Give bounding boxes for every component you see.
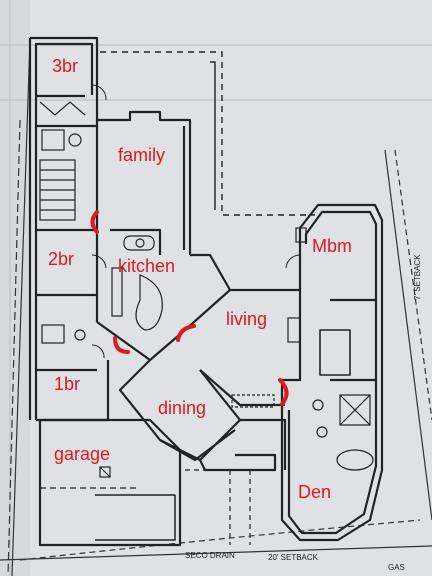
room-label-mbm: Mbm [312, 236, 352, 256]
door-mark-living [176, 324, 196, 342]
gas-label: GAS [388, 563, 405, 572]
drain-label: SECO DRAIN [185, 551, 235, 560]
setback-bottom-label: 20' SETBACK [268, 553, 319, 562]
room-label-kitchen: kitchen [118, 256, 175, 276]
room-label-1br: 1br [54, 374, 80, 394]
fixtures [39, 101, 374, 545]
room-label-garage: garage [54, 444, 110, 464]
door-swings [91, 84, 301, 359]
room-label-family: family [118, 145, 165, 165]
room-label-2br: 2br [48, 249, 74, 269]
room-label-dining: dining [158, 398, 206, 418]
room-label-den: Den [298, 482, 331, 502]
property-lines [0, 39, 432, 576]
door-mark-den [278, 378, 289, 406]
door-mark-1br [113, 336, 130, 354]
door-mark-2br [90, 210, 99, 234]
room-label-living: living [226, 309, 267, 329]
walls [28, 36, 384, 547]
setback-side-label: 7' SETBACK [413, 254, 422, 300]
highlight-door-marks [90, 210, 289, 406]
room-labels: 3br family 2br kitchen Mbm living 1br di… [48, 56, 352, 502]
room-label-3br: 3br [52, 56, 78, 76]
